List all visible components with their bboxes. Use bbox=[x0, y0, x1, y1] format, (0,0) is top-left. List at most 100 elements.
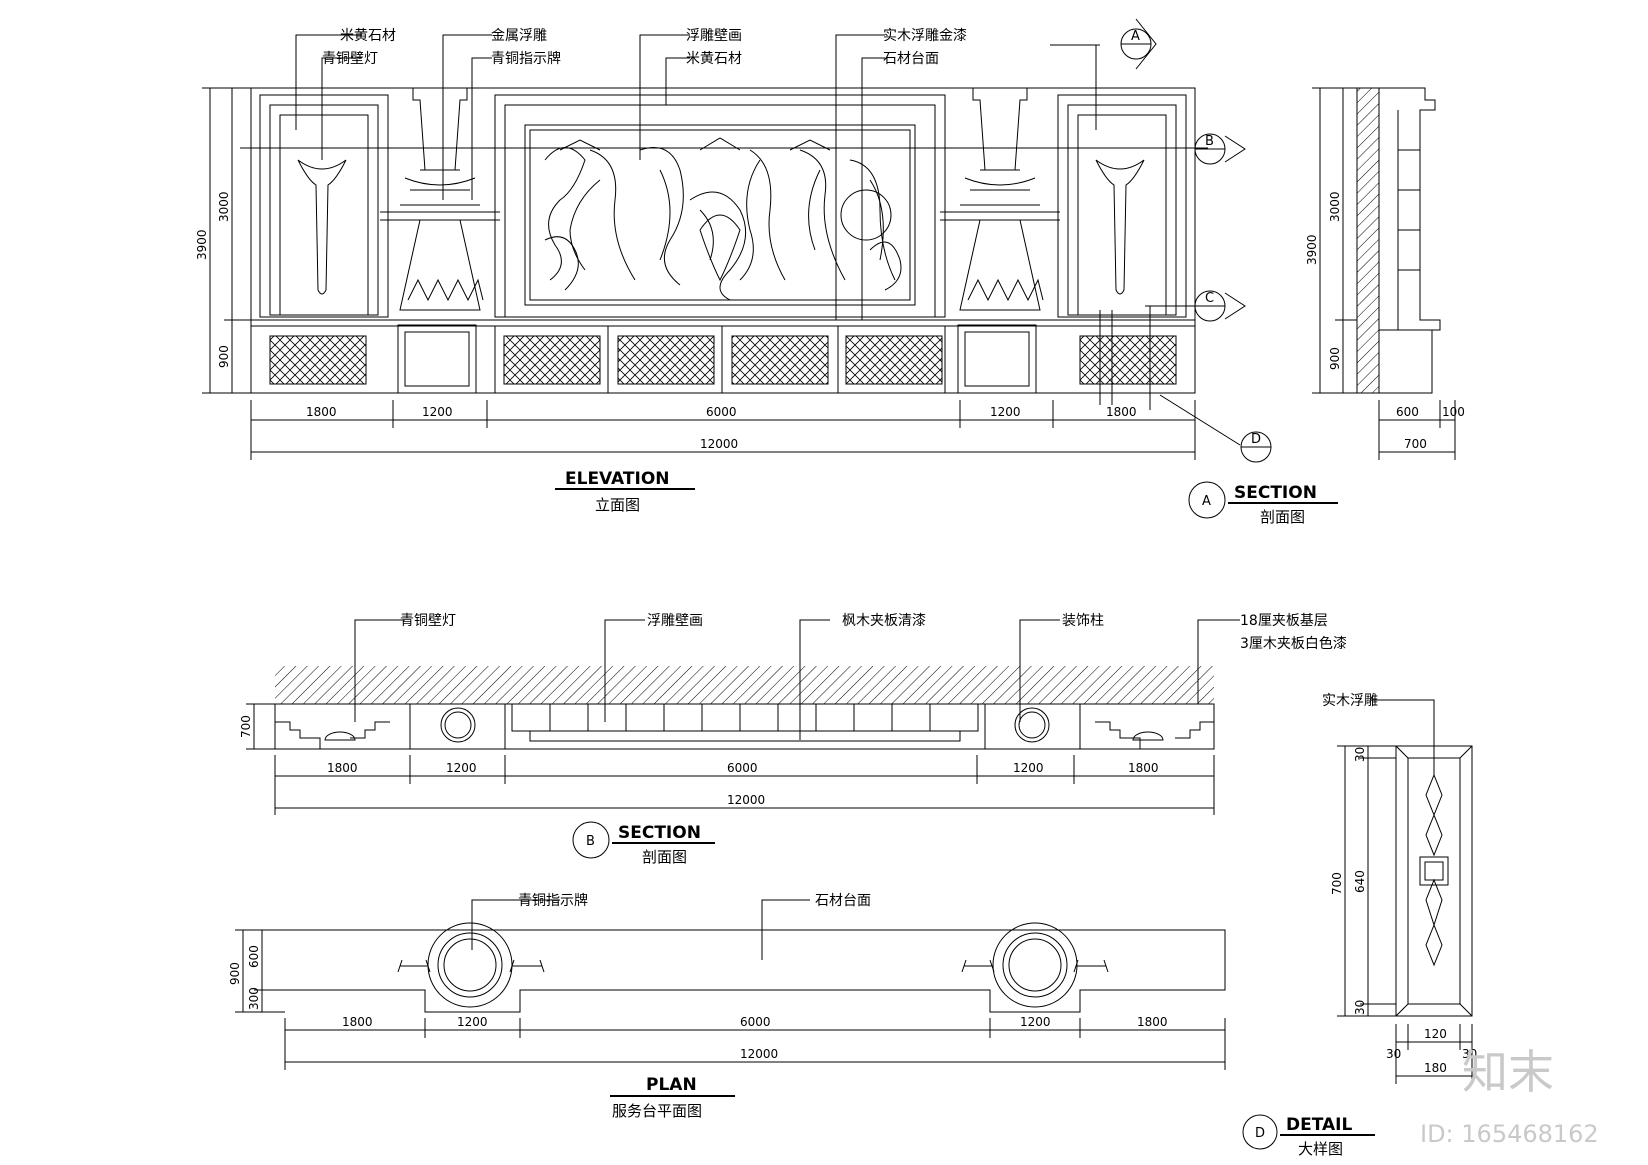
plan-view bbox=[235, 899, 1226, 1097]
elevation-height-total: 3900 bbox=[195, 229, 209, 260]
marker-b: B bbox=[1194, 133, 1246, 165]
section-b-height: 700 bbox=[239, 715, 253, 738]
section-b-width-5: 1800 bbox=[1128, 761, 1159, 775]
plan-title: PLAN bbox=[646, 1075, 697, 1095]
plan-height-total: 900 bbox=[228, 962, 242, 985]
marker-d-letter: D bbox=[1251, 432, 1261, 447]
section-b-width-2: 1200 bbox=[446, 761, 477, 775]
section-b-label-2: 浮雕壁画 bbox=[647, 613, 703, 629]
plan-width-2: 1200 bbox=[457, 1015, 488, 1029]
section-a-width-2: 100 bbox=[1442, 405, 1465, 419]
plan-height-lower: 300 bbox=[247, 987, 261, 1010]
detail-height-bottom: 30 bbox=[1353, 1000, 1367, 1015]
elevation-width-4: 1200 bbox=[990, 405, 1021, 419]
plan-text: 青铜指示牌 石材台面 900 600 300 1800 1200 6000 12… bbox=[228, 892, 1168, 1120]
marker-a-letter: A bbox=[1131, 29, 1140, 44]
plan-column-left bbox=[427, 922, 513, 1008]
elevation-label-4: 青铜指示牌 bbox=[491, 50, 561, 67]
detail-height-mid: 640 bbox=[1353, 870, 1367, 893]
bronze-sconce-left bbox=[297, 159, 347, 295]
section-b-width-total: 12000 bbox=[727, 793, 765, 807]
section-b-subtitle: 剖面图 bbox=[642, 848, 687, 866]
section-b-marker: B bbox=[586, 834, 595, 849]
elevation-label-2: 青铜壁灯 bbox=[322, 51, 378, 67]
detail-title: DETAIL bbox=[1286, 1115, 1352, 1135]
marker-c-letter: C bbox=[1205, 291, 1214, 306]
section-a-width-total: 700 bbox=[1404, 437, 1427, 451]
elevation-height-base: 900 bbox=[217, 345, 231, 368]
detail-width-total: 180 bbox=[1424, 1061, 1447, 1075]
detail-width-inner: 120 bbox=[1424, 1027, 1447, 1041]
section-a-height-upper: 3000 bbox=[1328, 191, 1342, 222]
marker-b-letter: B bbox=[1205, 134, 1214, 149]
elevation-view bbox=[202, 34, 1241, 490]
section-b-text: 青铜壁灯 浮雕壁画 枫木夹板清漆 装饰柱 18厘夹板基层 3厘木夹板白色漆 70… bbox=[239, 612, 1347, 866]
plan-height-upper: 600 bbox=[247, 945, 261, 968]
detail-carving bbox=[1425, 773, 1443, 967]
elevation-label-5: 浮雕壁画 bbox=[686, 28, 742, 44]
section-a-title: SECTION bbox=[1234, 483, 1317, 503]
section-a-width-1: 600 bbox=[1396, 405, 1419, 419]
decorative-column-right bbox=[940, 87, 1060, 394]
section-a-text: 3900 3000 900 600 100 700 A SECTION 剖面图 bbox=[1202, 191, 1465, 526]
section-b-label-5: 18厘夹板基层 bbox=[1240, 612, 1328, 629]
watermark-brand: 知末 bbox=[1462, 1045, 1554, 1099]
elevation-label-6: 米黄石材 bbox=[686, 50, 742, 67]
elevation-title: ELEVATION bbox=[565, 469, 670, 489]
elevation-width-5: 1800 bbox=[1106, 405, 1137, 419]
elevation-width-3: 6000 bbox=[706, 405, 737, 419]
section-b-label-1: 青铜壁灯 bbox=[400, 613, 456, 629]
section-b-width-1: 1800 bbox=[327, 761, 358, 775]
base-lattice-panels bbox=[269, 326, 1177, 393]
plan-width-5: 1800 bbox=[1137, 1015, 1168, 1029]
plan-label-2: 石材台面 bbox=[815, 893, 871, 909]
section-b-width-4: 1200 bbox=[1013, 761, 1044, 775]
elevation-subtitle: 立面图 bbox=[595, 496, 640, 514]
marker-d: D bbox=[1240, 431, 1272, 463]
elevation-width-1: 1800 bbox=[306, 405, 337, 419]
elevation-height-upper: 3000 bbox=[217, 191, 231, 222]
section-b-label-6: 3厘木夹板白色漆 bbox=[1240, 635, 1347, 652]
elevation-text: 米黄石材 青铜壁灯 金属浮雕 青铜指示牌 浮雕壁画 米黄石材 实木浮雕金漆 石材… bbox=[195, 27, 1137, 514]
section-markers: A B C D bbox=[1120, 18, 1272, 463]
watermark: 知末 ID: 165468162 bbox=[1420, 1045, 1599, 1148]
detail-label: 实木浮雕 bbox=[1322, 693, 1378, 709]
plan-subtitle: 服务台平面图 bbox=[612, 1102, 702, 1120]
elevation-label-8: 石材台面 bbox=[883, 51, 939, 67]
detail-width-left: 30 bbox=[1386, 1047, 1401, 1061]
plan-width-total: 12000 bbox=[740, 1047, 778, 1061]
section-b-width-3: 6000 bbox=[727, 761, 758, 775]
section-b-label-4: 装饰柱 bbox=[1062, 613, 1104, 629]
section-b-view bbox=[246, 619, 1240, 859]
plan-label-1: 青铜指示牌 bbox=[518, 892, 588, 909]
elevation-label-7: 实木浮雕金漆 bbox=[883, 28, 967, 44]
elevation-width-2: 1200 bbox=[422, 405, 453, 419]
section-b-title: SECTION bbox=[618, 823, 701, 843]
detail-subtitle: 大样图 bbox=[1298, 1140, 1343, 1158]
detail-height-total: 700 bbox=[1330, 872, 1344, 895]
plan-width-4: 1200 bbox=[1020, 1015, 1051, 1029]
bronze-sconce-right bbox=[1095, 159, 1145, 295]
decorative-column-left bbox=[380, 87, 500, 394]
section-a-marker: A bbox=[1202, 494, 1211, 509]
marker-c: C bbox=[1194, 290, 1246, 322]
detail-marker: D bbox=[1255, 1126, 1265, 1141]
elevation-label-1: 米黄石材 bbox=[340, 27, 396, 44]
detail-height-top: 30 bbox=[1353, 747, 1367, 762]
marker-a: A bbox=[1120, 18, 1157, 70]
section-a-height-base: 900 bbox=[1328, 347, 1342, 370]
plan-column-right bbox=[992, 922, 1078, 1008]
plan-width-3: 6000 bbox=[740, 1015, 771, 1029]
watermark-id: ID: 165468162 bbox=[1420, 1120, 1599, 1148]
detail-width-right: 30 bbox=[1462, 1047, 1477, 1061]
section-a-view bbox=[1188, 87, 1456, 519]
section-b-label-3: 枫木夹板清漆 bbox=[842, 613, 926, 629]
elevation-width-total: 12000 bbox=[700, 437, 738, 451]
elevation-dimensions bbox=[202, 87, 1196, 460]
relief-mural bbox=[544, 137, 902, 301]
elevation-label-3: 金属浮雕 bbox=[491, 28, 547, 44]
detail-text: 实木浮雕 700 30 640 30 120 30 30 180 D DETAI… bbox=[1255, 693, 1477, 1158]
section-a-subtitle: 剖面图 bbox=[1260, 508, 1305, 526]
detail-view bbox=[1242, 699, 1473, 1150]
